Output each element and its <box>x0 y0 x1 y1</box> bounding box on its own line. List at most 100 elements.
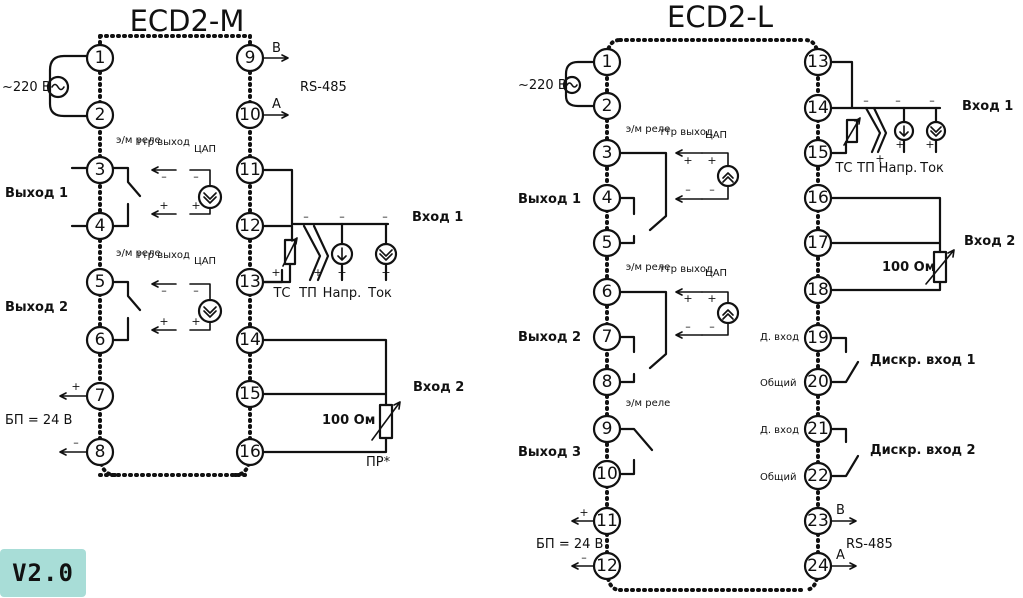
supply-label-l: ~220 В <box>518 78 567 93</box>
version-badge: V2.0 <box>0 549 86 597</box>
terminal-l-20[interactable]: 20 <box>803 367 833 397</box>
terminal-l-10[interactable]: 10 <box>592 459 622 489</box>
svg-text:18: 18 <box>807 280 829 300</box>
svg-text:1: 1 <box>602 52 613 72</box>
current-input-icon <box>925 120 947 142</box>
ecd2-m-diagram: ECD2-M ~220 В э/м реле ттр выход ЦАП –+ … <box>2 4 464 477</box>
terminal-l-1[interactable]: 1 <box>592 47 622 77</box>
current-input-icon <box>374 242 398 266</box>
rs485-label: RS-485 <box>300 80 347 95</box>
terminal-5[interactable]: 5 <box>85 267 115 297</box>
terminal-12[interactable]: 12 <box>235 211 265 241</box>
terminal-l-14[interactable]: 14 <box>803 93 833 123</box>
relay-label-l1: э/м реле <box>626 124 671 135</box>
svg-text:2: 2 <box>95 105 106 125</box>
svg-text:–: – <box>303 210 309 223</box>
svg-text:+: + <box>71 380 80 393</box>
svg-text:9: 9 <box>602 419 613 439</box>
ttr-label-1: ттр выход <box>136 137 190 148</box>
terminal-6[interactable]: 6 <box>85 325 115 355</box>
terminal-14[interactable]: 14 <box>235 325 265 355</box>
terminal-2[interactable]: 2 <box>85 100 115 130</box>
terminal-10[interactable]: 10 <box>235 100 265 130</box>
ttr-label-l1: ттр выход <box>659 127 713 138</box>
terminal-l-24[interactable]: 24 <box>803 551 833 581</box>
terminal-4[interactable]: 4 <box>85 211 115 241</box>
svg-text:+: + <box>159 199 168 212</box>
svg-text:–: – <box>73 436 79 449</box>
terminal-l-21[interactable]: 21 <box>803 414 833 444</box>
terminal-l-18[interactable]: 18 <box>803 275 833 305</box>
resistor-icon <box>932 250 948 284</box>
rs485-a-label-l: A <box>836 548 845 563</box>
terminal-9[interactable]: 9 <box>235 43 265 73</box>
svg-text:+: + <box>707 154 716 167</box>
svg-text:16: 16 <box>239 442 261 462</box>
terminal-l-13[interactable]: 13 <box>803 47 833 77</box>
terminal-l-6[interactable]: 6 <box>592 277 622 307</box>
ecd2-m-title: ECD2-M <box>130 4 245 38</box>
svg-text:–: – <box>929 94 935 107</box>
common-label-2: Общий <box>760 472 796 483</box>
svg-text:6: 6 <box>602 282 613 302</box>
terminal-8[interactable]: 8 <box>85 437 115 467</box>
svg-text:+: + <box>683 292 692 305</box>
current-source-icon <box>716 301 740 325</box>
ecd2-l-housing <box>605 38 820 592</box>
terminal-l-16[interactable]: 16 <box>803 183 833 213</box>
svg-text:2: 2 <box>602 96 613 116</box>
rs485-b-label-l: B <box>836 503 845 518</box>
svg-text:15: 15 <box>239 384 261 404</box>
terminal-l-5[interactable]: 5 <box>592 228 622 258</box>
svg-text:14: 14 <box>239 330 261 350</box>
terminal-l-8[interactable]: 8 <box>592 367 622 397</box>
svg-text:11: 11 <box>596 511 618 531</box>
terminal-l-4[interactable]: 4 <box>592 183 622 213</box>
terminal-13[interactable]: 13 <box>235 267 265 297</box>
svg-text:22: 22 <box>807 466 829 486</box>
terminal-1[interactable]: 1 <box>85 43 115 73</box>
rs485-b-label: B <box>272 41 281 56</box>
current-source-icon <box>197 298 223 324</box>
terminal-11[interactable]: 11 <box>235 155 265 185</box>
terminal-16[interactable]: 16 <box>235 437 265 467</box>
terminal-l-2[interactable]: 2 <box>592 91 622 121</box>
svg-text:8: 8 <box>95 442 106 462</box>
common-label-1: Общий <box>760 378 796 389</box>
svg-text:–: – <box>161 170 167 183</box>
svg-text:11: 11 <box>239 160 261 180</box>
voltage-source-icon <box>893 120 915 142</box>
terminal-l-12[interactable]: 12 <box>592 551 622 581</box>
terminal-l-15[interactable]: 15 <box>803 138 833 168</box>
tok-label: Ток <box>367 286 392 301</box>
terminal-15[interactable]: 15 <box>235 379 265 409</box>
terminal-l-9[interactable]: 9 <box>592 414 622 444</box>
terminal-l-3[interactable]: 3 <box>592 138 622 168</box>
resistor-icon <box>378 403 394 440</box>
svg-text:17: 17 <box>807 233 829 253</box>
svg-text:+: + <box>707 292 716 305</box>
terminal-l-23[interactable]: 23 <box>803 506 833 536</box>
svg-text:12: 12 <box>596 556 618 576</box>
dac-label-l1: ЦАП <box>705 130 727 141</box>
svg-text:7: 7 <box>95 386 106 406</box>
terminal-7[interactable]: 7 <box>85 381 115 411</box>
ttr-label-2: ттр выход <box>136 250 190 261</box>
terminal-l-11[interactable]: 11 <box>592 506 622 536</box>
relay-label-l2: э/м реле <box>626 262 671 273</box>
terminal-l-7[interactable]: 7 <box>592 322 622 352</box>
tc-label: ТС <box>272 286 290 301</box>
ac-source-icon <box>46 75 70 99</box>
terminal-3[interactable]: 3 <box>85 155 115 185</box>
rs485-a-label: A <box>272 97 281 112</box>
svg-text:21: 21 <box>807 419 829 439</box>
ttr-label-l2: ттр выход <box>659 264 713 275</box>
dac-label-l2: ЦАП <box>705 268 727 279</box>
svg-text:–: – <box>685 320 691 333</box>
svg-text:–: – <box>339 210 345 223</box>
terminal-l-22[interactable]: 22 <box>803 461 833 491</box>
terminal-l-19[interactable]: 19 <box>803 323 833 353</box>
terminal-l-17[interactable]: 17 <box>803 228 833 258</box>
output-3-label-l: Выход 3 <box>518 445 581 460</box>
input-2-label: Вход 2 <box>413 380 464 395</box>
